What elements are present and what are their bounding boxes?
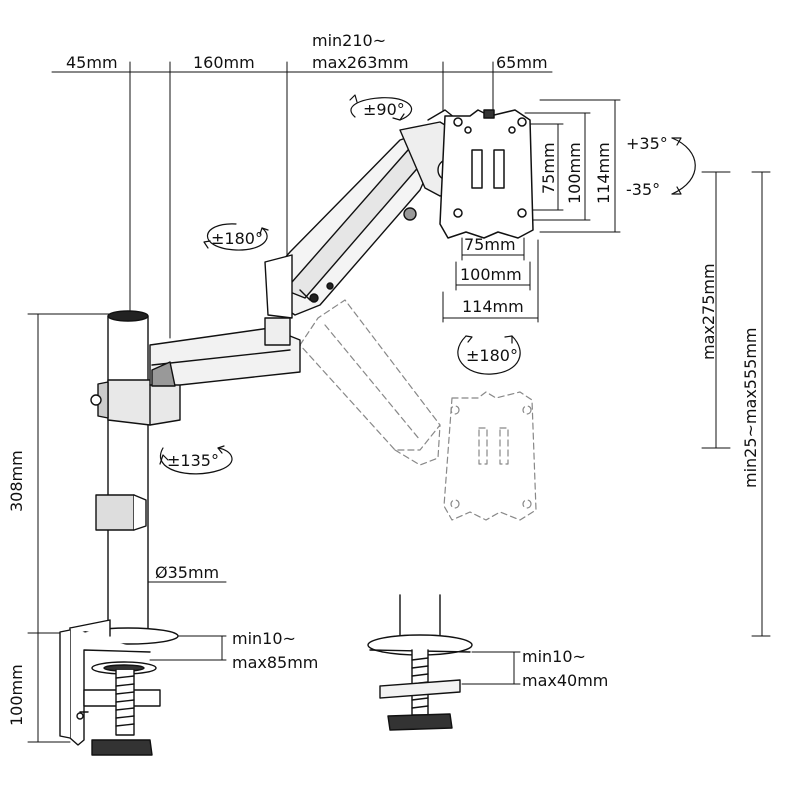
- rot-rotation-180: ±180°: [466, 346, 518, 365]
- dim-top-offset: 45mm: [66, 53, 118, 72]
- upper-arm: [264, 129, 439, 319]
- dim-grommet-range-min: min10~: [522, 647, 586, 666]
- dim-clamp-range-max: max85mm: [232, 653, 319, 672]
- dim-grommet-range-max: max40mm: [522, 671, 609, 690]
- dim-vesa-h-75: 75mm: [539, 142, 558, 194]
- dim-height-adjust: max275mm: [699, 263, 718, 360]
- dim-vesa-w-114: 114mm: [462, 297, 524, 316]
- dim-plate-offset: 65mm: [496, 53, 548, 72]
- desk-clamp: [59, 619, 179, 756]
- rot-arm-180: ±180°: [211, 229, 263, 248]
- ghost-arm-position: [299, 299, 537, 521]
- dim-clamp-range-min: min10~: [232, 629, 296, 648]
- dim-extension-max: max263mm: [312, 53, 409, 72]
- pole: [90, 310, 181, 639]
- dim-extension-min: min210~: [312, 31, 387, 50]
- dim-pole-diameter: Ø35mm: [155, 563, 220, 582]
- grommet-base: [367, 594, 473, 731]
- rot-swivel-90: ±90°: [363, 100, 405, 119]
- vesa-plate: [439, 109, 534, 239]
- dim-vesa-h-100: 100mm: [565, 142, 584, 204]
- dim-arm-length: 160mm: [193, 53, 255, 72]
- rot-tilt-up: +35°: [626, 134, 668, 153]
- lower-arm: [149, 317, 301, 387]
- dim-total-height: min25~max555mm: [741, 327, 760, 488]
- dim-vesa-w-100: 100mm: [460, 265, 522, 284]
- rot-tilt-down: -35°: [626, 180, 661, 199]
- dim-vesa-w-75: 75mm: [464, 235, 516, 254]
- dim-clamp-height: 100mm: [7, 664, 26, 726]
- dim-pole-height: 308mm: [7, 450, 26, 512]
- dimension-lines: [27, 61, 771, 743]
- rot-base-135: ±135°: [167, 451, 219, 470]
- rotation-arrows: [159, 94, 696, 475]
- dim-vesa-h-114: 114mm: [594, 142, 613, 204]
